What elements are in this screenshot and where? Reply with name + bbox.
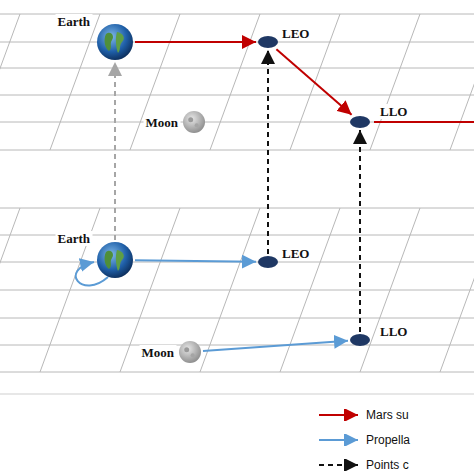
transfer-arrow [267, 50, 269, 254]
orbit-node: LLO [350, 116, 370, 128]
legend-text: Mars su [366, 408, 409, 422]
node-label: LEO [280, 26, 311, 41]
body-node: Moon [183, 111, 205, 133]
body-node: Moon [179, 341, 201, 363]
transfer-arrow [114, 62, 116, 240]
legend-row: Propella [318, 427, 410, 452]
legend-sample [318, 459, 360, 471]
globe-shape [97, 24, 133, 60]
moon-shape [179, 341, 201, 363]
legend-text: Points c [366, 458, 409, 472]
orbit-node: LLO [350, 334, 370, 346]
legend-text: Propella [366, 433, 410, 447]
globe-shape [97, 242, 133, 278]
transfer-line [374, 121, 474, 123]
orbit-shape [258, 256, 278, 268]
moon-shape [183, 111, 205, 133]
orbit-shape [350, 334, 370, 346]
node-label: LLO [378, 324, 409, 339]
body-node: Earth [97, 24, 133, 60]
legend-sample [318, 434, 360, 446]
node-label: Moon [140, 345, 177, 360]
transfer-arrow [135, 41, 256, 43]
orbit-shape [350, 116, 370, 128]
legend-row: Points c [318, 452, 410, 474]
orbit-node: LEO [258, 36, 278, 48]
node-label: Earth [56, 14, 93, 29]
transfer-arrow [135, 260, 256, 262]
orbit-node: LEO [258, 256, 278, 268]
node-label: Moon [144, 115, 181, 130]
transfer-arrow [203, 341, 348, 351]
node-label: LLO [378, 104, 409, 119]
legend-sample [318, 409, 360, 421]
legend: Mars su PropellaPoints c [318, 402, 410, 474]
node-label: Earth [56, 231, 93, 246]
body-node: Earth [97, 242, 133, 278]
transfer-arrow [276, 49, 351, 114]
orbit-shape [258, 36, 278, 48]
node-label: LEO [280, 246, 311, 261]
legend-row: Mars su [318, 402, 410, 427]
transfer-arrow [359, 130, 361, 332]
